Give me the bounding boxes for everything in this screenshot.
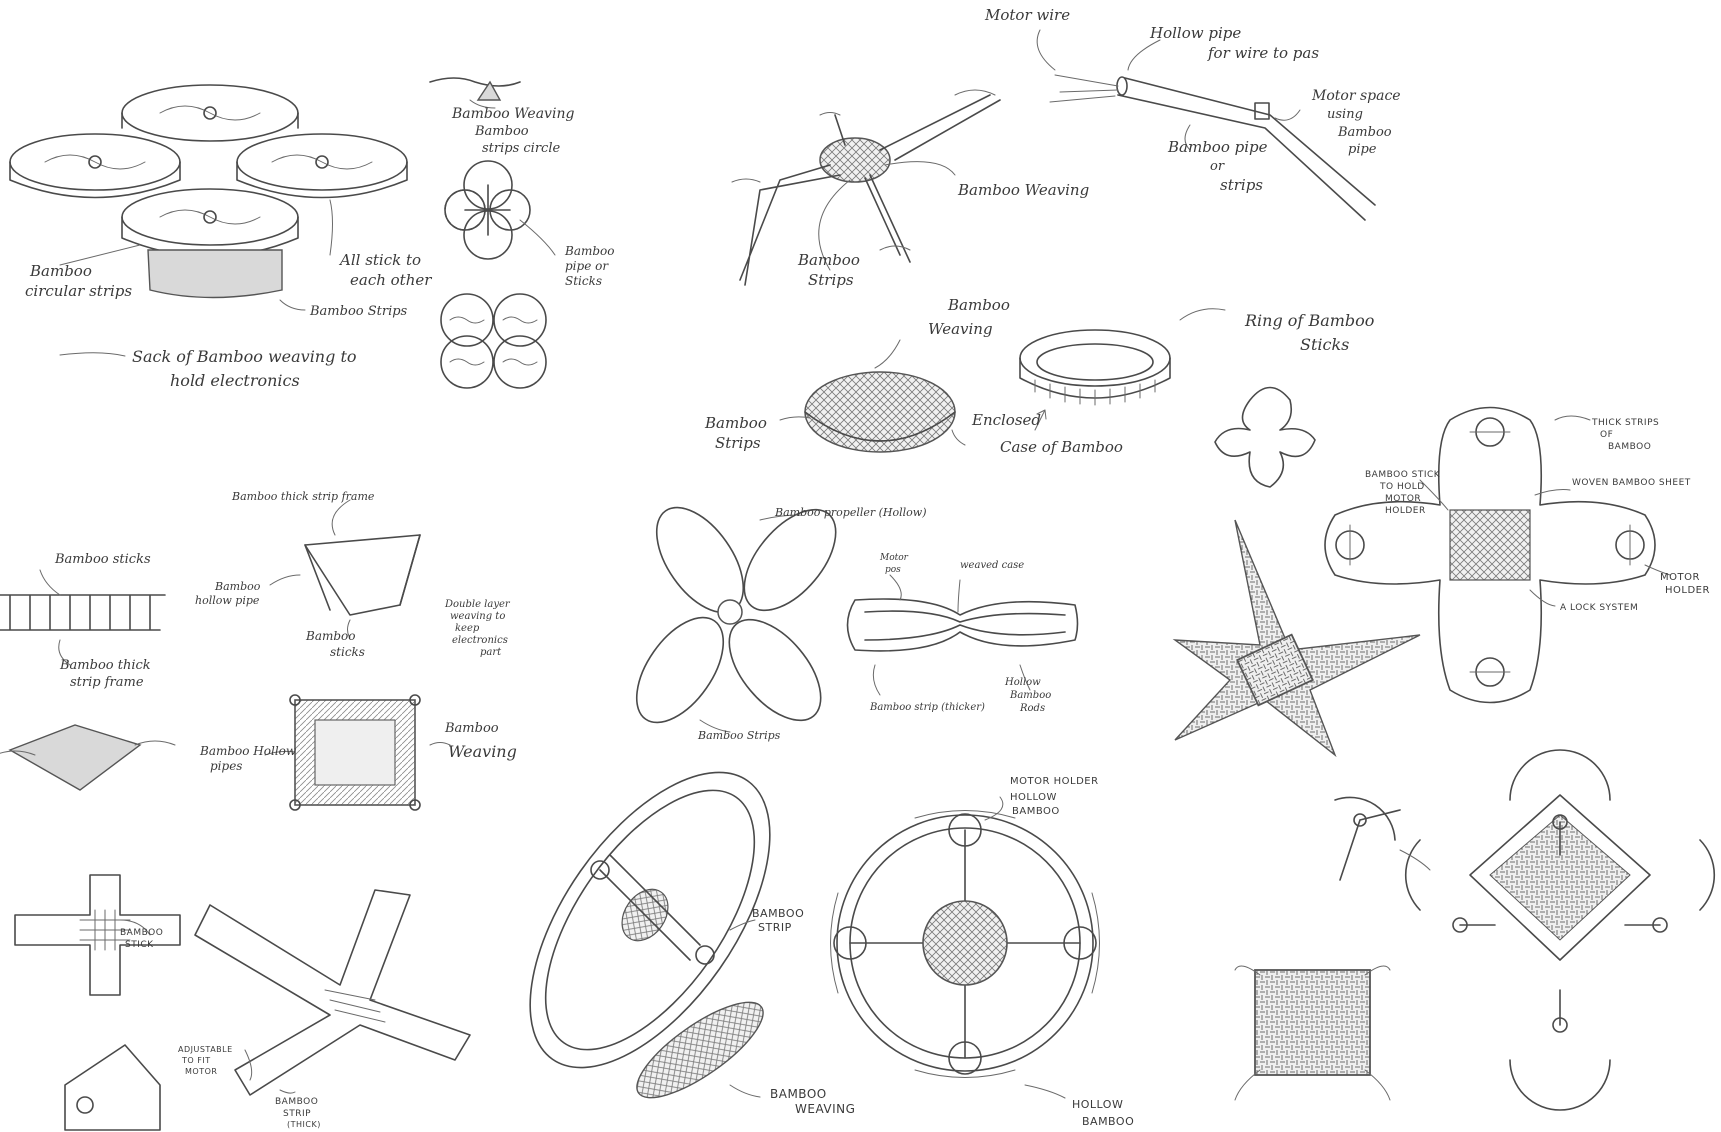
label-bamboo-stick-hold-1: BAMBOO STICK (1365, 470, 1441, 480)
woven-star-sketch (1175, 520, 1420, 755)
label-sticks-ml-2: sticks (330, 645, 365, 659)
label-strip-thick-3: (THICK) (287, 1120, 321, 1129)
label-strip-thick-1: BAMBOO (275, 1097, 318, 1107)
label-weaved-case: weaved case (960, 560, 1024, 571)
round-quad-sketch (831, 797, 1100, 1098)
label-bamboo-strips-circle-2: strips circle (482, 141, 560, 156)
label-motor-holder-right-1: MOTOR (1660, 572, 1700, 583)
label-bamboo-pipe-strips-3: strips (1220, 176, 1263, 194)
label-thick-strips-3: BAMBOO (1608, 442, 1651, 452)
label-bamboo-pipe-sticks-3: Sticks (565, 274, 602, 288)
label-thick-strips-2: OF (1600, 430, 1613, 440)
label-hollow-rods-1: Hollow (1004, 677, 1041, 688)
bow-frame-sketch (848, 575, 1078, 695)
label-bamboo-weaving-case-2: Weaving (928, 320, 993, 338)
label-adjustable-3: MOTOR (185, 1067, 217, 1076)
label-hollow-pipe-2: for wire to pas (1207, 44, 1319, 62)
label-adjustable-2: TO FIT (181, 1056, 211, 1065)
label-bamboo-circular-strips-2: circular strips (25, 282, 132, 300)
label-all-stick-2: each other (350, 271, 432, 289)
label-bamboo-stick-bl-2: STICK (125, 940, 154, 950)
label-bamboo-strips-case-1: Bamboo (704, 414, 767, 432)
label-hollow-bamboo-top-1: HOLLOW (1010, 792, 1057, 803)
label-bamboo-pipe-sticks-1: Bamboo (564, 244, 614, 258)
label-adjustable-1: ADJUSTABLE (178, 1045, 233, 1054)
label-bamboo-stick-bl-1: BAMBOO (120, 928, 163, 938)
propeller-sketch (619, 492, 853, 737)
cross-frame-sketches (15, 875, 470, 1130)
label-bamboo-strip-bc-1: BAMBOO (752, 907, 804, 920)
label-double-layer-2: weaving to (450, 611, 505, 622)
label-hollow-rods-2: Bamboo (1009, 690, 1051, 701)
label-double-layer-3: keep (455, 623, 480, 634)
label-hollow-pipes-2: pipes (210, 759, 242, 773)
label-bamboo-weaving-bc-1: BAMBOO (770, 1087, 827, 1101)
label-bamboo-stick-hold-3: MOTOR (1385, 494, 1421, 504)
label-bamboo-weaving-top-left: Bamboo Weaving (451, 106, 574, 122)
label-weaving-ml-1: Bamboo (444, 721, 499, 736)
label-bamboo-weaving-bc-2: WEAVING (795, 1102, 855, 1116)
label-bamboo-pipe-strips-1: Bamboo pipe (1167, 138, 1268, 156)
label-lock-system: A LOCK SYSTEM (1560, 603, 1638, 613)
label-strip-thicker: Bamboo strip (thicker) (869, 702, 985, 713)
label-strip-thick-2: STRIP (283, 1109, 311, 1119)
label-motor-pos-2: pos (885, 565, 901, 575)
label-bamboo-stick-hold-2: TO HOLD (1379, 482, 1425, 492)
label-bamboo-strips-circle-1: Bamboo (474, 124, 529, 139)
label-weaving-ml-2: Weaving (448, 742, 517, 761)
label-ring-1: Ring of Bamboo (1244, 311, 1374, 330)
label-case-of-bamboo: Case of Bamboo (1000, 438, 1123, 456)
label-sticks-ml-1: Bamboo (305, 629, 355, 643)
label-motor-holder-bc: MOTOR HOLDER (1010, 776, 1099, 787)
label-hollow-pipe-1: Hollow pipe (1149, 24, 1241, 42)
label-hollow-pipes-1: Bamboo Hollow (199, 744, 297, 758)
label-bamboo-thick-frame-1: Bamboo thick (59, 658, 151, 673)
label-motor-space-4: pipe (1348, 142, 1377, 157)
label-bamboo-strip-bc-2: STRIP (758, 921, 792, 934)
label-double-layer-5: part (480, 647, 502, 658)
square-frame-sketches (1235, 750, 1714, 1110)
label-thick-strip-frame: Bamboo thick strip frame (231, 490, 375, 503)
label-hollow-bamboo-bottom-2: BAMBOO (1082, 1115, 1134, 1128)
label-motor-space-2: using (1327, 107, 1363, 122)
label-all-stick-1: All stick to (338, 251, 421, 269)
label-bamboo-thick-frame-2: strip frame (70, 675, 144, 690)
label-double-layer-1: Double layer (444, 599, 511, 610)
label-motor-space-3: Bamboo (1337, 125, 1392, 140)
label-bamboo-pipe-strips-2: or (1210, 159, 1225, 174)
label-woven-sheet: WOVEN BAMBOO SHEET (1572, 478, 1691, 488)
label-bamboo-strips-quad-1: Bamboo (797, 251, 860, 269)
label-hollow-pipe-ml-1: Bamboo (214, 580, 261, 593)
label-propeller: Bamboo propeller (Hollow) (774, 506, 927, 519)
label-bamboo-weaving-quad: Bamboo Weaving (957, 181, 1089, 199)
label-hollow-pipe-ml-2: hollow pipe (195, 594, 260, 607)
label-motor-holder-right-2: HOLDER (1665, 585, 1710, 596)
label-double-layer-4: electronics (452, 635, 508, 646)
label-enclosed: Enclosed (971, 411, 1041, 429)
label-bamboo-weaving-case-1: Bamboo (947, 296, 1010, 314)
label-sack-2: hold electronics (170, 371, 300, 390)
label-motor-pos-1: Motor (879, 553, 909, 563)
label-bamboo-strips-quad-2: Strips (808, 271, 854, 289)
label-thick-strips-1: THICK STRIPS (1591, 418, 1659, 428)
label-bamboo-stick-hold-4: HOLDER (1385, 506, 1426, 516)
label-hollow-rods-3: Rods (1019, 703, 1045, 714)
enclosed-case-sketch (780, 309, 1225, 452)
label-bamboo-strips-top-left: Bamboo Strips (309, 304, 408, 319)
label-bamboo-sticks-ml: Bamboo sticks (54, 552, 151, 567)
label-bamboo-circular-strips-1: Bamboo (29, 262, 92, 280)
label-sack-1: Sack of Bamboo weaving to (132, 347, 357, 366)
label-hollow-bamboo-bottom-1: HOLLOW (1072, 1098, 1123, 1111)
label-hollow-bamboo-top-2: BAMBOO (1012, 806, 1060, 817)
label-ring-2: Sticks (1300, 335, 1349, 354)
label-motor-wire: Motor wire (984, 6, 1070, 24)
label-motor-space-1: Motor space (1311, 88, 1401, 104)
label-bamboo-pipe-sticks-2: pipe or (565, 259, 609, 273)
label-bamboo-strips-prop: Bamboo Strips (697, 729, 781, 742)
label-bamboo-strips-case-2: Strips (715, 434, 761, 452)
